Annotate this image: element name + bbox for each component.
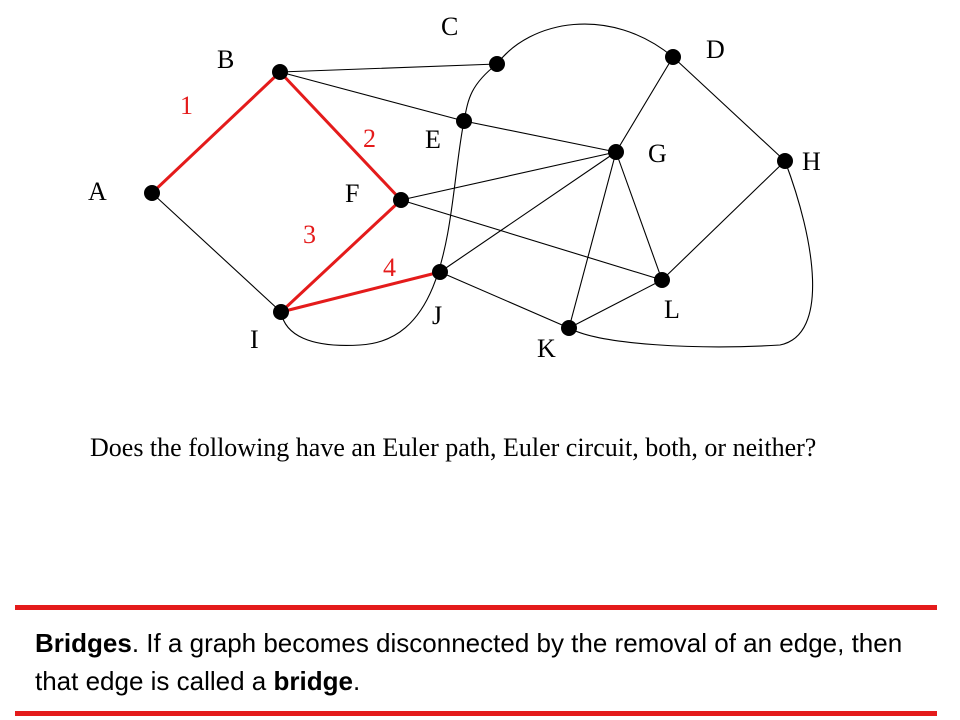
edge-a-b xyxy=(150,70,282,195)
edge-b-e xyxy=(279,71,465,122)
edge-step-label-1: 1 xyxy=(180,91,193,120)
edge-j-g xyxy=(439,151,617,273)
vertex-c xyxy=(489,56,505,72)
edge-k-l xyxy=(568,279,663,329)
vertex-g xyxy=(608,144,624,160)
vertex-l xyxy=(654,272,670,288)
edge-i-j xyxy=(279,270,442,314)
vertex-label-h: H xyxy=(802,147,821,176)
bridges-term: Bridges xyxy=(35,628,132,658)
edges-layer xyxy=(150,23,814,348)
vertex-label-b: B xyxy=(217,45,234,74)
vertex-label-e: E xyxy=(425,125,441,154)
edge-b-f xyxy=(278,70,403,202)
edge-e-g xyxy=(463,120,617,153)
edge-f-i xyxy=(279,198,403,314)
question-text: Does the following have an Euler path, E… xyxy=(90,433,817,462)
edge-d-g xyxy=(615,56,674,153)
vertex-f xyxy=(393,192,409,208)
bridges-definition: Bridges. If a graph becomes disconnected… xyxy=(35,624,935,700)
bridges-text: . If a graph becomes disconnected by the… xyxy=(35,628,903,696)
edge-g-l xyxy=(615,151,663,281)
vertex-h xyxy=(777,153,793,169)
bridge-emphasis: bridge xyxy=(273,666,353,696)
vertex-label-l: L xyxy=(664,295,680,324)
vertex-label-g: G xyxy=(648,139,667,168)
edge-c-d xyxy=(496,23,674,65)
bridges-text-end: . xyxy=(352,666,361,696)
vertex-label-a: A xyxy=(88,177,107,206)
nodes-layer xyxy=(144,49,793,336)
edge-f-l xyxy=(400,199,663,281)
vertex-i xyxy=(273,304,289,320)
labels-layer: 1 2 3 4 A B C D E F G H I J K L xyxy=(88,12,821,363)
vertex-j xyxy=(432,264,448,280)
edge-c-e xyxy=(463,63,498,122)
edge-g-k xyxy=(568,151,617,329)
edge-a-i xyxy=(151,192,282,313)
vertex-label-d: D xyxy=(706,35,725,64)
vertex-e xyxy=(456,113,472,129)
vertex-a xyxy=(144,185,160,201)
edge-d-h xyxy=(672,56,786,162)
vertex-b xyxy=(272,64,288,80)
vertex-label-k: K xyxy=(537,334,556,363)
vertex-label-c: C xyxy=(441,12,458,41)
vertex-label-i: I xyxy=(250,325,259,354)
edge-k-h xyxy=(568,160,814,348)
graph-diagram: 1 2 3 4 A B C D E F G H I J K L xyxy=(88,12,821,363)
vertex-k xyxy=(561,320,577,336)
edge-step-label-4: 4 xyxy=(383,253,396,282)
edge-l-h xyxy=(661,160,786,281)
edge-f-g xyxy=(400,151,617,201)
divider-bottom xyxy=(15,711,937,716)
vertex-label-j: J xyxy=(432,301,442,330)
edge-j-k xyxy=(439,271,570,329)
edge-step-label-2: 2 xyxy=(363,124,376,153)
edge-b-c xyxy=(279,63,498,73)
vertex-d xyxy=(665,49,681,65)
divider-top xyxy=(15,605,937,610)
edge-step-label-3: 3 xyxy=(303,220,316,249)
vertex-label-f: F xyxy=(345,179,359,208)
